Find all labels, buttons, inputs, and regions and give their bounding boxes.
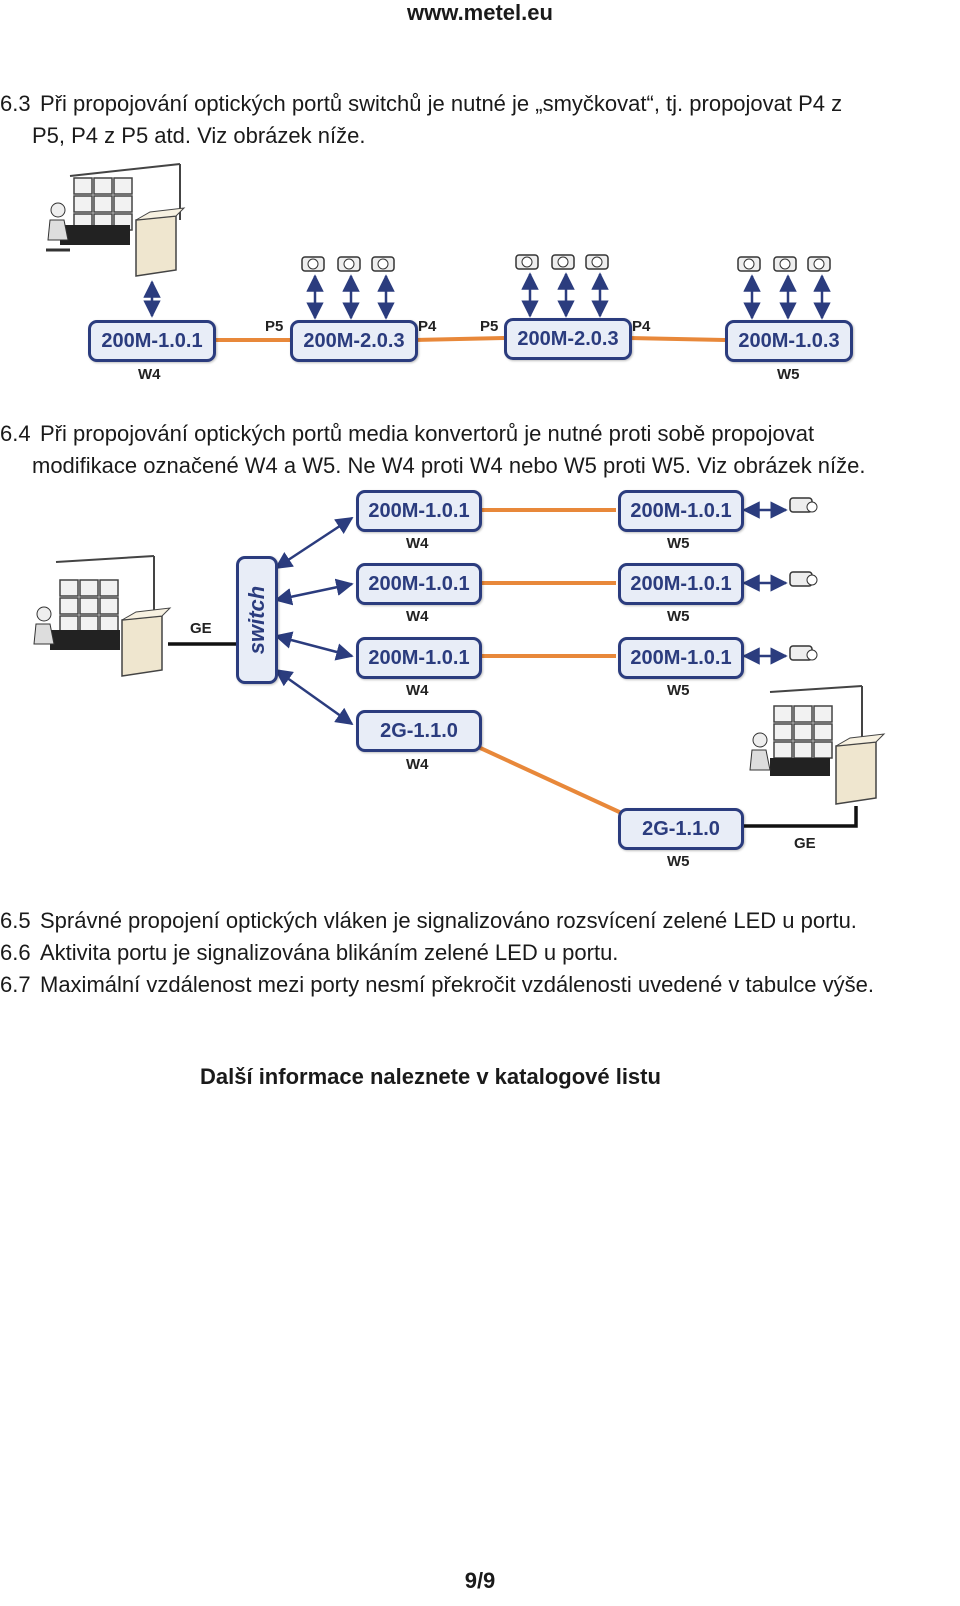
fiber-links-d2 [475, 508, 629, 818]
modification-label: W4 [406, 535, 429, 552]
modification-label: W4 [406, 608, 429, 625]
modification-label: W4 [138, 366, 161, 383]
converter-box-left: 200M-1.0.1 [356, 637, 482, 679]
section-text: Maximální vzdálenost mezi porty nesmí př… [40, 972, 874, 997]
converter-box: 200M-1.0.3 [725, 320, 853, 362]
converter-box-left: 200M-1.0.1 [356, 563, 482, 605]
switch-box: 200M-2.0.3 [504, 318, 632, 360]
site-header: www.metel.eu [407, 0, 553, 25]
camera-link-arrows-d2 [742, 501, 788, 665]
section-text: Aktivita portu je signalizována blikáním… [40, 940, 619, 965]
section-6-3-cont: P5, P4 z P5 atd. Viz obrázek níže. [32, 123, 366, 148]
modification-label: W4 [406, 756, 429, 773]
section-6-4: 6.4 Při propojování optických portů media… [0, 418, 815, 450]
modification-label: W5 [667, 608, 690, 625]
port-label: P5 [480, 318, 499, 335]
section-6-4-cont: modifikace označené W4 a W5. Ne W4 proti… [32, 453, 866, 478]
section-number: 6.7 [0, 972, 31, 997]
section-number: 6.3 [0, 91, 31, 116]
switch-label: switch [244, 585, 269, 655]
section-6-3: 6.3 Při propojování optických portů switc… [0, 88, 843, 120]
modification-label: W5 [667, 682, 690, 699]
modification-label: W5 [777, 366, 800, 383]
modification-label: W5 [667, 853, 690, 870]
modification-label: W5 [667, 535, 690, 552]
converter-box-left: 2G-1.1.0 [356, 710, 482, 752]
converter-box-right: 2G-1.1.0 [618, 808, 744, 850]
switch-box: 200M-2.0.3 [290, 320, 418, 362]
converter-box: 200M-1.0.1 [88, 320, 216, 362]
camera-icons-group-3 [737, 256, 831, 272]
section-text: Při propojování optických portů media ko… [40, 421, 815, 446]
section-text: Správné propojení optických vláken je si… [40, 908, 857, 933]
section-6-5: 6.5 Správné propojení optických vláken je… [0, 905, 857, 937]
page-number: 9/9 [464, 1568, 496, 1593]
ge-label-left: GE [190, 620, 212, 637]
switch-link-arrows [274, 516, 354, 726]
operator-workstation-icon-2 [33, 555, 172, 677]
converter-box-left: 200M-1.0.1 [356, 490, 482, 532]
section-number: 6.5 [0, 908, 31, 933]
port-label: P5 [265, 318, 284, 335]
operator-workstation-icon [46, 163, 186, 277]
fiber-links-d1 [212, 336, 726, 342]
modification-label: W4 [406, 682, 429, 699]
converter-box-right: 200M-1.0.1 [618, 490, 744, 532]
section-number: 6.4 [0, 421, 31, 446]
camera-icons-group-1 [301, 256, 395, 272]
section-text: Při propojování optických portů switchů … [40, 91, 843, 116]
camera-icons-d2 [789, 497, 818, 661]
converter-box-right: 200M-1.0.1 [618, 563, 744, 605]
section-6-6: 6.6 Aktivita portu je signalizována bliká… [0, 937, 619, 969]
ge-link-right [744, 806, 858, 828]
section-6-7: 6.7 Maximální vzdálenost mezi porty nesmí… [0, 969, 874, 1001]
port-label: P4 [418, 318, 437, 335]
port-label: P4 [632, 318, 651, 335]
switch-device: switch [236, 556, 278, 684]
section-number: 6.6 [0, 940, 31, 965]
ge-label-right: GE [794, 835, 816, 852]
camera-link-arrows-d1 [306, 272, 831, 320]
operator-workstation-icon-3 [749, 685, 886, 805]
more-info-note: Další informace naleznete v katalogové l… [200, 1064, 661, 1089]
converter-box-right: 200M-1.0.1 [618, 637, 744, 679]
camera-icons-group-2 [515, 254, 609, 270]
